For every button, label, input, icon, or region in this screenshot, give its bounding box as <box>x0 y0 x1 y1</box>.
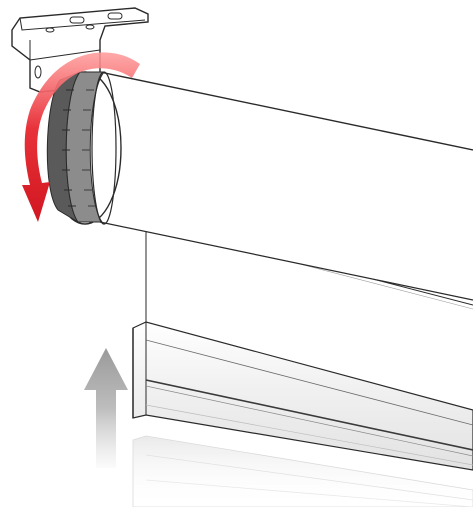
tension-ring <box>46 70 122 225</box>
roller-tube <box>99 71 473 301</box>
mounting-bracket <box>11 7 149 93</box>
rotate-down-arrow <box>22 52 140 222</box>
bottom-rail <box>132 321 473 471</box>
bottom-rail-reflection <box>132 435 473 507</box>
raise-up-arrow <box>84 348 128 468</box>
